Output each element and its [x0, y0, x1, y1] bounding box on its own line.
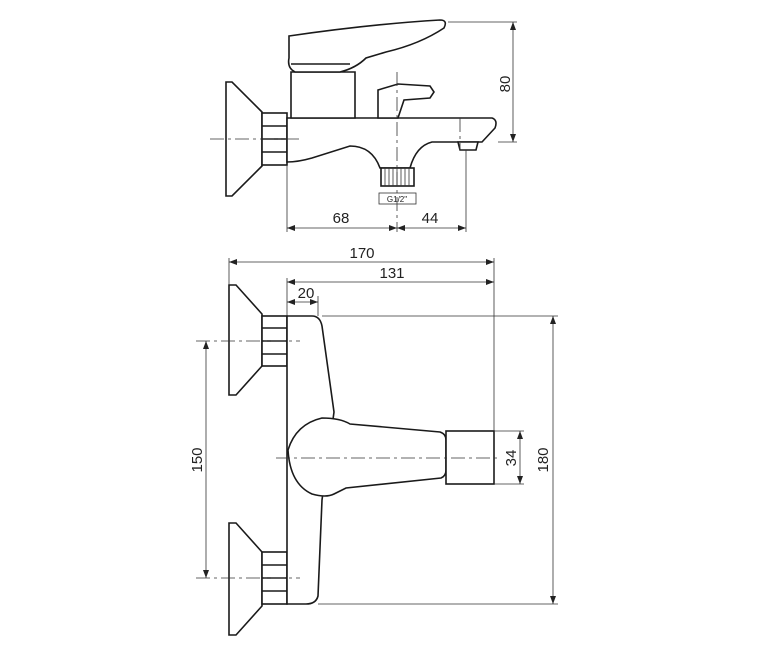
- dim-150: 150: [189, 447, 206, 472]
- front-lower-wall-flange: [228, 522, 263, 636]
- dim-44: 44: [422, 210, 439, 227]
- front-lever-head: [287, 417, 447, 497]
- side-diverter-knob: [377, 83, 435, 119]
- dim-34: 34: [503, 450, 520, 467]
- front-view: 170 131 20 150 180 34: [189, 245, 558, 636]
- front-handle-tip: [445, 430, 495, 485]
- side-aerator: [456, 141, 480, 151]
- dim-80: 80: [497, 76, 514, 93]
- dim-68: 68: [333, 210, 350, 227]
- side-view: G1/2" 68 44 80: [210, 19, 517, 232]
- dim-180: 180: [535, 447, 552, 472]
- dim-20: 20: [298, 285, 315, 302]
- front-upper-wall-flange: [228, 284, 263, 396]
- thread-label-box: [378, 192, 417, 205]
- side-upper-body: [290, 71, 356, 119]
- dim-131: 131: [379, 265, 404, 282]
- side-lever-handle: [287, 19, 447, 73]
- dim-170: 170: [349, 245, 374, 262]
